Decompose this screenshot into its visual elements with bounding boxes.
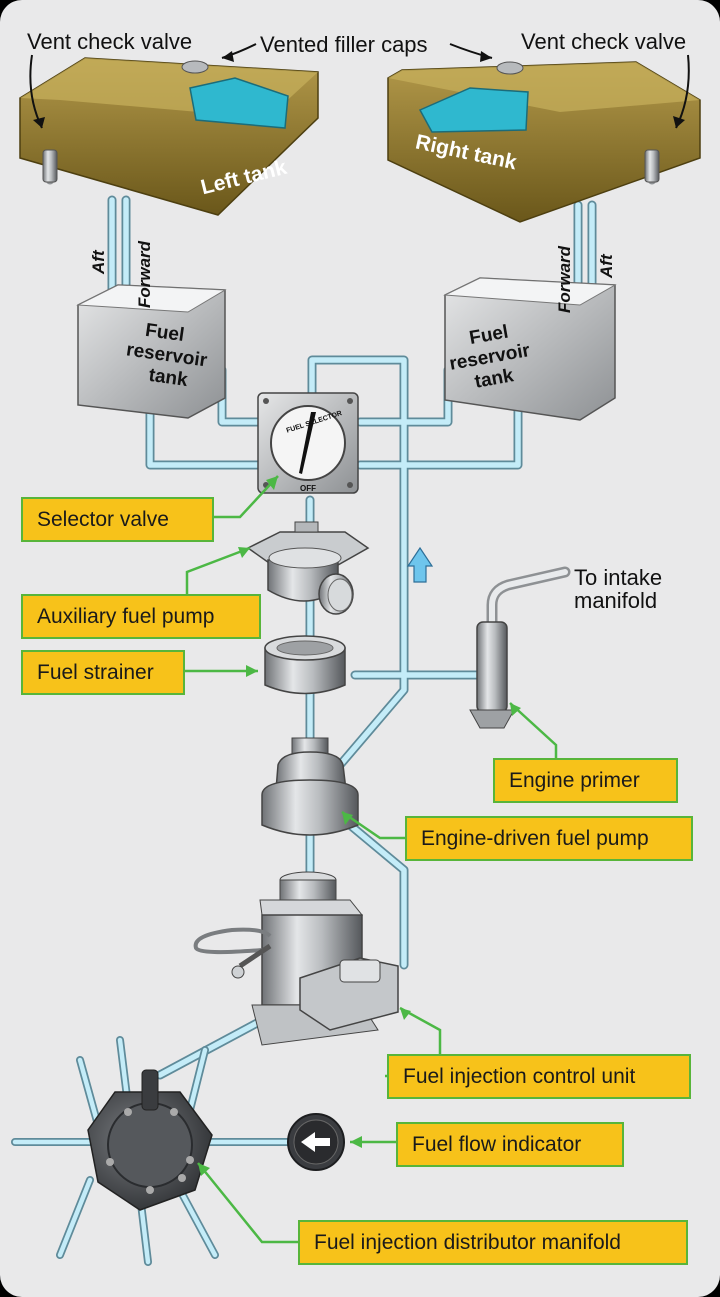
engine-primer-callout: Engine primer [493,758,678,803]
selector-off-text: OFF [300,484,316,493]
fuel-injection-control-unit-callout: Fuel injection control unit [387,1054,691,1099]
right-forward-label: Forward [555,245,574,313]
left-aft-label: Aft [89,249,108,275]
fuel-flow-indicator [288,1114,344,1170]
left-vent-fitting [43,150,57,182]
right-reservoir-tank: Fuel reservoir tank [444,278,615,420]
vent-check-valve-right-label: Vent check valve [521,30,686,53]
fuel-strainer [265,636,345,694]
left-forward-label: Forward [135,240,154,308]
selector-valve-callout: Selector valve [21,497,214,542]
right-vent-fitting [645,150,659,182]
to-intake-line-1: To intake [574,566,662,589]
to-intake-manifold-label: To intake manifold [574,566,662,612]
vented-filler-caps-label: Vented filler caps [260,33,428,56]
auxiliary-fuel-pump-callout: Auxiliary fuel pump [21,594,261,639]
engine-driven-fuel-pump-callout: Engine-driven fuel pump [405,816,693,861]
right-aft-label: Aft [597,253,616,279]
engine-primer [470,622,514,728]
to-intake-line-2: manifold [574,589,662,612]
vent-check-valve-left-label: Vent check valve [27,30,192,53]
fuel-injection-distributor-manifold-callout: Fuel injection distributor manifold [298,1220,688,1265]
fuel-strainer-callout: Fuel strainer [21,650,185,695]
fuel-flow-indicator-callout: Fuel flow indicator [396,1122,624,1167]
